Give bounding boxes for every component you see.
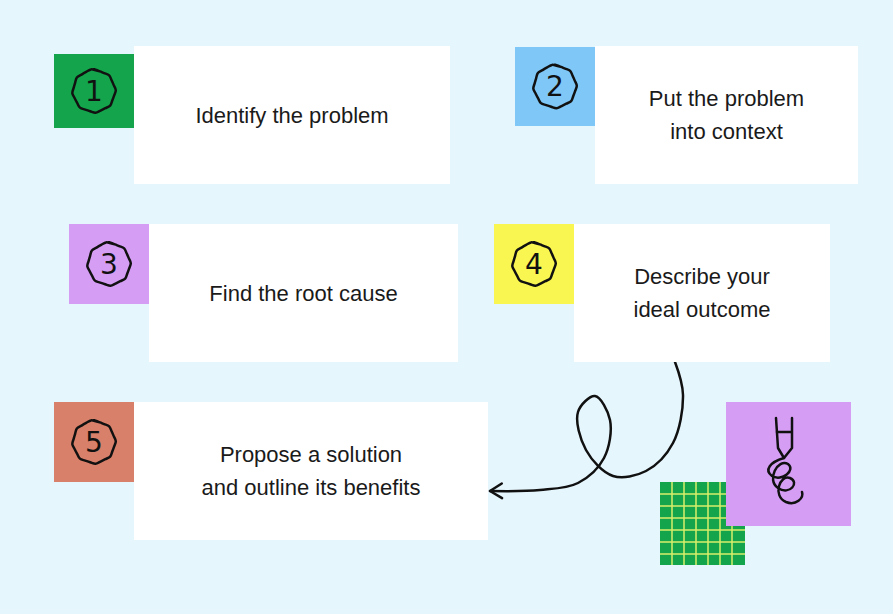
process-box: Describe your ideal outcome — [574, 224, 830, 362]
process-box: Identify the problem — [134, 46, 450, 184]
step-node: 4 Describe your ideal outcome — [494, 224, 830, 362]
step-text: Propose a solution and outline its benef… — [191, 438, 431, 504]
step-text: Describe your ideal outcome — [607, 260, 797, 326]
number-badge: 1 — [54, 54, 134, 128]
step-number: 4 — [494, 224, 574, 304]
step-number: 3 — [69, 224, 149, 304]
step-text: Put the problem into context — [627, 82, 827, 148]
curly-arrow — [490, 362, 683, 498]
number-badge: 5 — [54, 402, 134, 482]
step-number: 5 — [54, 402, 134, 482]
step-node: 2 Put the problem into context — [515, 46, 858, 184]
connector-line — [490, 362, 683, 491]
step-node: 3Find the root cause — [69, 224, 458, 362]
process-box: Propose a solution and outline its benef… — [134, 402, 488, 540]
arrowhead — [490, 483, 502, 498]
number-badge: 4 — [494, 224, 574, 304]
number-badge: 3 — [69, 224, 149, 304]
process-box: Find the root cause — [149, 224, 458, 362]
number-badge: 2 — [515, 47, 595, 126]
step-text: Identify the problem — [195, 99, 388, 132]
step-text: Find the root cause — [209, 277, 397, 310]
step-node: 1Identify the problem — [54, 46, 450, 184]
process-box: Put the problem into context — [595, 46, 858, 184]
pen-sticky-note — [726, 402, 851, 526]
step-node: 5 Propose a solution and outline its bene… — [54, 402, 488, 540]
step-number: 2 — [515, 47, 595, 126]
step-number: 1 — [54, 54, 134, 128]
